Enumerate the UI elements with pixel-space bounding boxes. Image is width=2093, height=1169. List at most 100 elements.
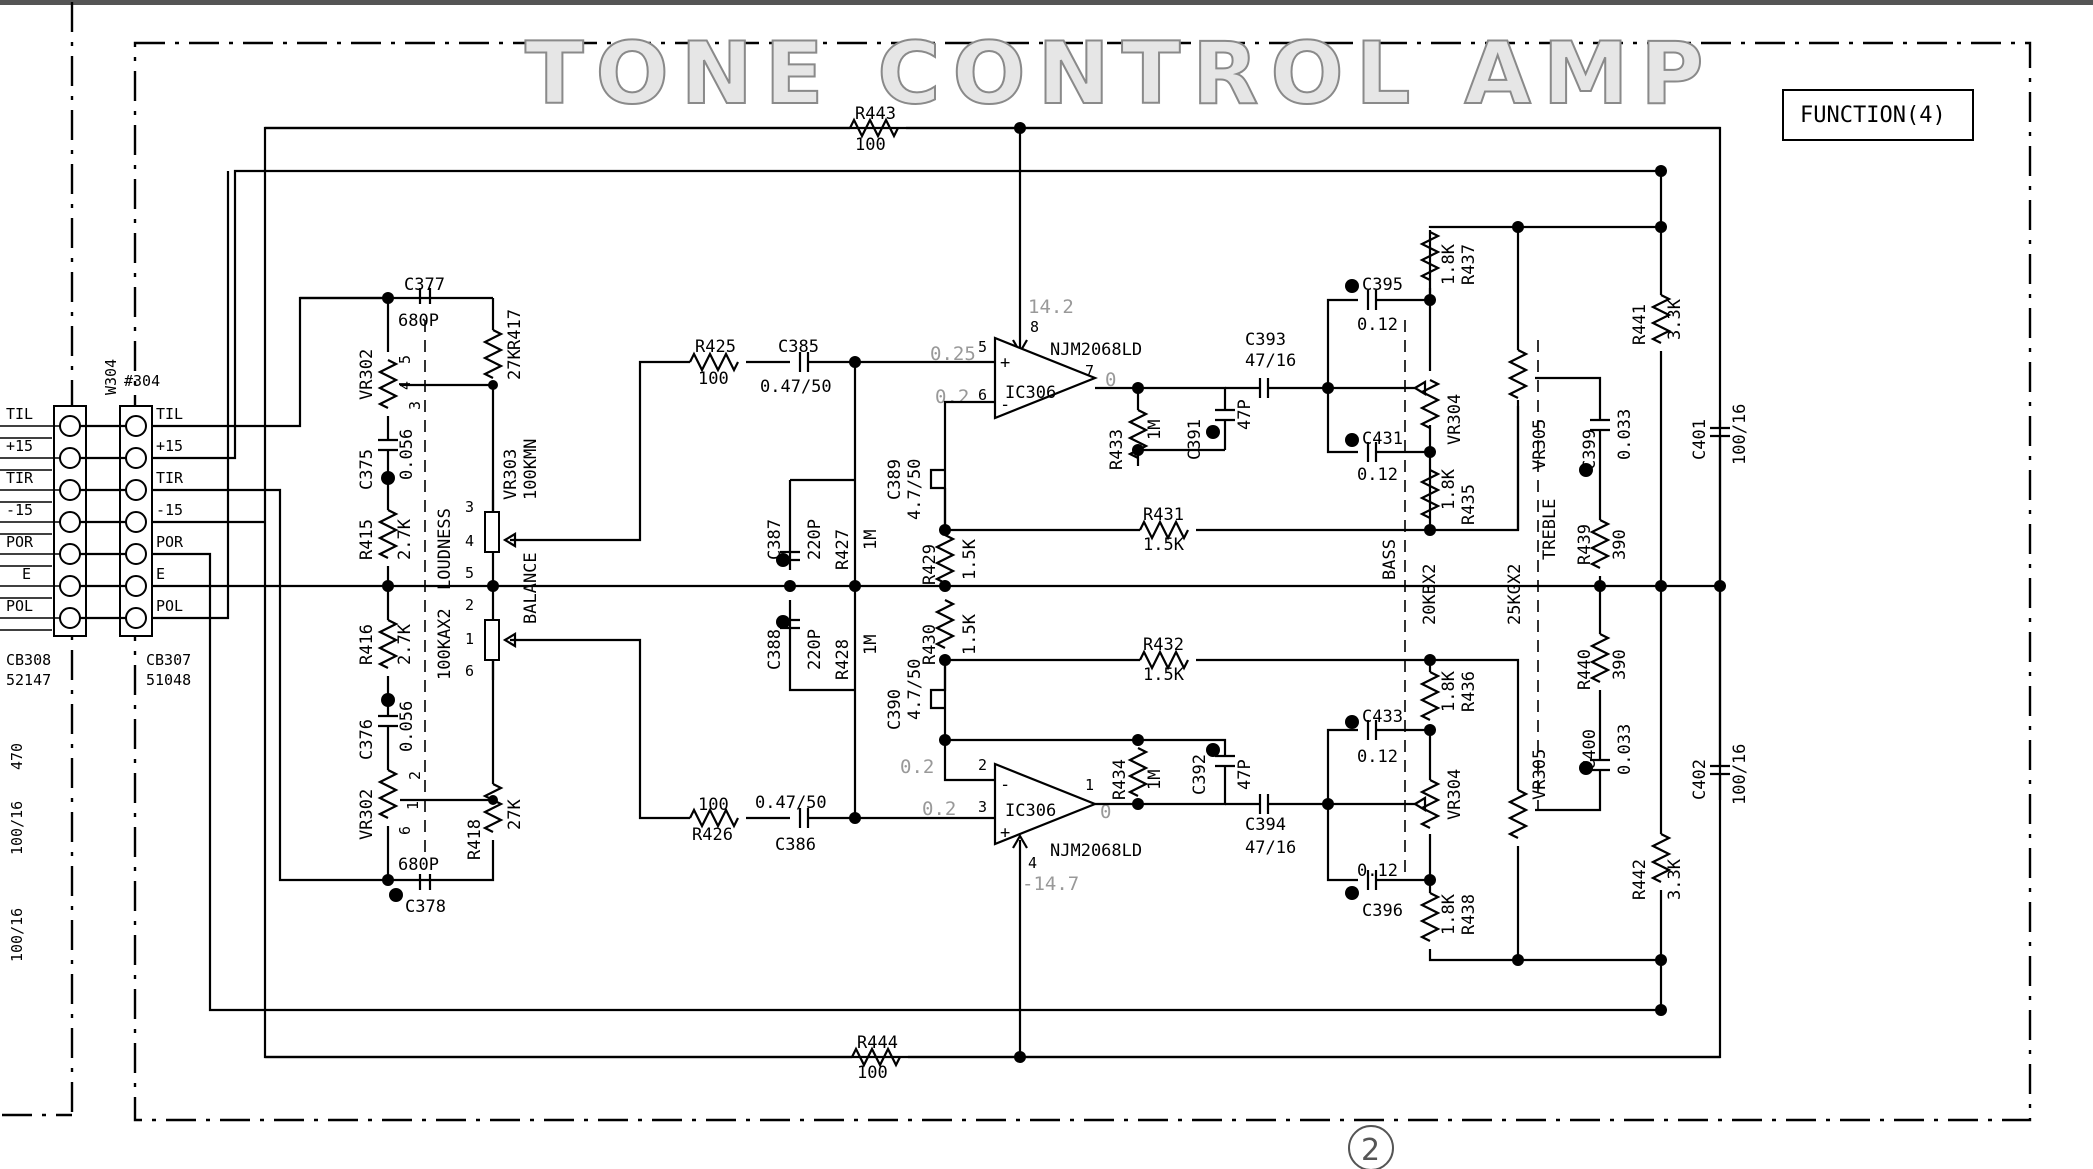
r417-value: 27K xyxy=(505,349,525,380)
c392-value: 47P xyxy=(1235,759,1255,790)
c375-value: 0.056 xyxy=(397,429,417,480)
vr302-pin5: 5 xyxy=(396,355,414,364)
ic306-upper-part: NJM2068LD xyxy=(1050,340,1142,360)
vr302b-pin2: 2 xyxy=(406,771,424,780)
ic306-vpos: 14.2 xyxy=(1028,296,1074,318)
ic306-lower-minus: - xyxy=(1000,775,1010,795)
pin-label-left-1: +15 xyxy=(6,437,33,455)
c377-value: 680P xyxy=(398,311,439,331)
vr302-top-label: VR302 xyxy=(357,349,377,400)
ic306-upper-minus: - xyxy=(1000,395,1010,415)
c376-label: C376 xyxy=(357,719,377,760)
c390-value: 4.7/50 xyxy=(905,659,925,720)
vr303-pin4: 4 xyxy=(465,532,474,550)
c385-value: 0.47/50 xyxy=(760,377,832,397)
r438-value: 1.8K xyxy=(1439,893,1459,935)
loudness-value: 100KAX2 xyxy=(435,608,455,680)
ic306-upper-plus: + xyxy=(1000,353,1010,373)
ic306-lower-name: IC306 xyxy=(1005,801,1056,821)
c389-value: 4.7/50 xyxy=(905,459,925,520)
c386-value: 0.47/50 xyxy=(755,793,827,813)
c401-label: C401 xyxy=(1690,419,1710,460)
ic306-upper-name: IC306 xyxy=(1005,383,1056,403)
ic306-pin4: 4 xyxy=(1028,854,1037,872)
vr303-value: 100KMN xyxy=(521,439,541,500)
c389-label: C389 xyxy=(885,459,905,500)
vr303-pin1: 1 xyxy=(465,630,474,648)
vr304-bot-label: VR304 xyxy=(1445,769,1465,820)
ic306-pin6: 6 xyxy=(978,386,987,404)
cb308-part: 52147 xyxy=(6,671,51,689)
r426-label: R426 xyxy=(692,825,733,845)
c391-label: C391 xyxy=(1185,419,1205,460)
page-marker-circle xyxy=(1348,1125,1394,1169)
r417-label: R417 xyxy=(505,309,525,350)
left-edge-val1: 470 xyxy=(8,743,26,770)
ic306-v6: 0.2 xyxy=(935,386,969,408)
r416-value: 2.7K xyxy=(395,623,415,665)
balance-label: BALANCE xyxy=(521,552,541,624)
ic306-pin7: 7 xyxy=(1085,362,1094,380)
c393-label: C393 xyxy=(1245,330,1286,350)
ic306-pin2: 2 xyxy=(978,756,987,774)
connector-w304-label: W304 xyxy=(102,359,120,395)
r433-value: 1M xyxy=(1145,420,1165,440)
bass-label: BASS xyxy=(1380,539,1400,580)
vr303-pin5: 5 xyxy=(465,564,474,582)
c377-label: C377 xyxy=(404,275,445,295)
c388-value: 220P xyxy=(805,629,825,670)
c386-label: C386 xyxy=(775,835,816,855)
c399-value: 0.033 xyxy=(1615,409,1635,460)
c394-label: C394 xyxy=(1245,815,1286,835)
pin-label-right-6: POL xyxy=(156,597,183,615)
r429-value: 1.5K xyxy=(960,538,980,580)
r428-value: 1M xyxy=(861,635,881,655)
r439-label: R439 xyxy=(1575,524,1595,565)
r435-value: 1.8K xyxy=(1439,468,1459,510)
vr305-bot-label: VR305 xyxy=(1530,749,1550,800)
vr302-pin3: 3 xyxy=(406,401,424,410)
vr303-pin2: 2 xyxy=(465,596,474,614)
c396-label: C396 xyxy=(1362,901,1403,921)
r433-label: R433 xyxy=(1107,429,1127,470)
r418-value: 27K xyxy=(505,799,525,830)
c391-value: 47P xyxy=(1235,399,1255,430)
left-edge-val2: 100/16 xyxy=(8,801,26,855)
r444-label: R444 xyxy=(857,1033,898,1053)
r418-label: R418 xyxy=(465,819,485,860)
r415-value: 2.7K xyxy=(395,518,415,560)
c396-value: 0.12 xyxy=(1357,861,1398,881)
r442-value: 3.3K xyxy=(1665,858,1685,900)
c399-label: C399 xyxy=(1580,429,1600,470)
r425-value: 100 xyxy=(698,369,729,389)
r431-value: 1.5K xyxy=(1143,535,1185,555)
pin-label-right-5: E xyxy=(156,565,165,583)
ic306-lower-plus: + xyxy=(1000,823,1010,843)
treble-value: 25KGX2 xyxy=(1505,564,1525,625)
vr303-pin6: 6 xyxy=(465,662,474,680)
r437-label: R437 xyxy=(1459,244,1479,285)
ic306-v3: 0.2 xyxy=(922,798,956,820)
page-marker: 2 xyxy=(1361,1133,1380,1168)
r440-label: R440 xyxy=(1575,649,1595,690)
c433-label: C433 xyxy=(1362,707,1403,727)
c390-label: C390 xyxy=(885,689,905,730)
c431-label: C431 xyxy=(1362,429,1403,449)
pin-label-left-5: E xyxy=(22,565,31,583)
r436-label: R436 xyxy=(1459,671,1479,712)
left-edge-val3: 100/16 xyxy=(8,908,26,962)
pin-label-right-4: POR xyxy=(156,533,184,551)
ic306-v7: 0 xyxy=(1105,369,1116,391)
c385-label: C385 xyxy=(778,337,819,357)
r440-value: 390 xyxy=(1610,649,1630,680)
function-label: FUNCTION(4) xyxy=(1800,103,1946,128)
vr302b-pin6: 6 xyxy=(396,826,414,835)
loudness-label: LOUDNESS xyxy=(435,508,455,590)
ic306-pin5: 5 xyxy=(978,338,987,356)
pin-label-right-0: TIL xyxy=(156,405,183,423)
c431-value: 0.12 xyxy=(1357,465,1398,485)
r428-label: R428 xyxy=(833,639,853,680)
ic306-lower-part: NJM2068LD xyxy=(1050,841,1142,861)
c375-label: C375 xyxy=(357,449,377,490)
